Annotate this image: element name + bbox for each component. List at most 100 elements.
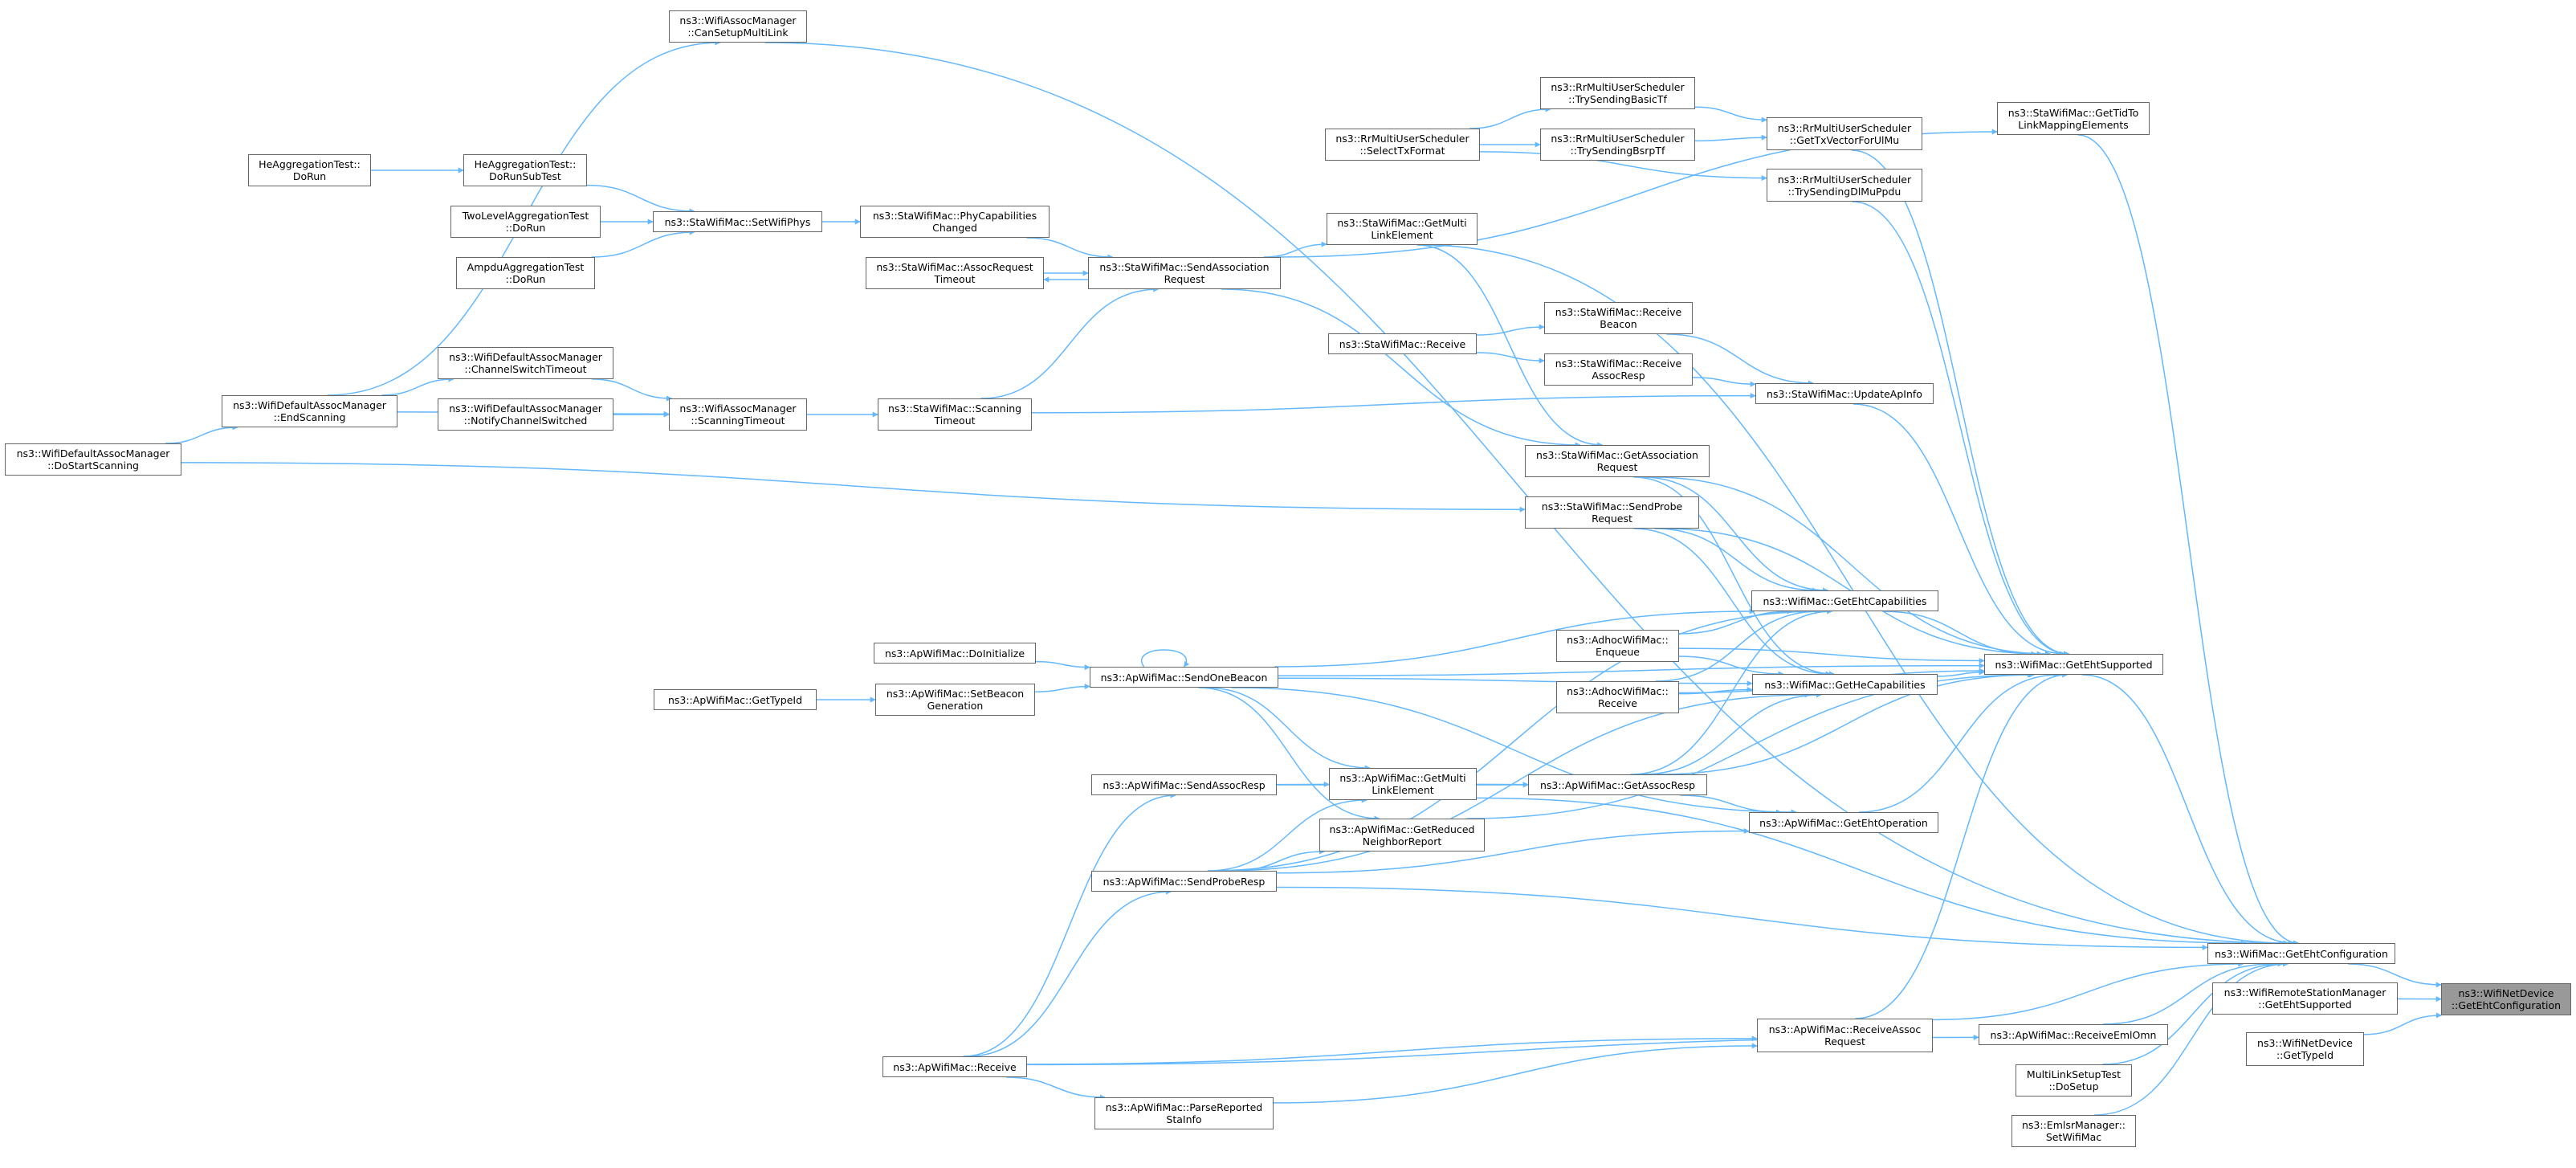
graph-node[interactable]: MultiLinkSetupTest ::DoSetup <box>2016 1064 2132 1097</box>
edge-getAssocResp-to-getEhtCap <box>1630 608 1833 775</box>
edge-getEhtSupported-to-ehtConfig <box>2081 674 2294 946</box>
edge-endScanning-to-chanSwitch <box>381 376 454 396</box>
edge-recvAssocResp-to-updateApInfo <box>1692 377 1756 387</box>
graph-node[interactable]: ns3::WifiDefaultAssocManager ::ChannelSw… <box>438 347 613 379</box>
edge-basicTf-to-txVector <box>1694 106 1767 123</box>
edge-sendProbeResp-to-apGetMLE <box>1207 797 1367 872</box>
graph-node[interactable]: AmpduAggregationTest ::DoRun <box>456 257 595 289</box>
graph-node[interactable]: ns3::RrMultiUserScheduler ::SelectTxForm… <box>1325 129 1480 161</box>
edge-netDevTypeId-to-focus <box>2363 1012 2442 1035</box>
edge-doInit-to-sendOneBeacon <box>1035 660 1090 671</box>
graph-node[interactable]: ns3::WifiMac::GetHeCapabilities <box>1752 674 1938 695</box>
graph-node[interactable]: ns3::WifiMac::GetEhtCapabilities <box>1751 590 1938 611</box>
edge-staReceive-to-recvAssocResp <box>1476 352 1545 364</box>
graph-node[interactable]: ns3::StaWifiMac::GetMulti LinkElement <box>1327 213 1478 245</box>
graph-node[interactable]: ns3::ApWifiMac::ReceiveAssoc Request <box>1757 1019 1933 1052</box>
graph-node[interactable]: ns3::StaWifiMac::Scanning Timeout <box>878 398 1032 431</box>
graph-node[interactable]: ns3::StaWifiMac::AssocRequest Timeout <box>866 257 1044 289</box>
graph-node[interactable]: ns3::RrMultiUserScheduler ::TrySendingDl… <box>1767 169 1922 202</box>
graph-node[interactable]: ns3::WifiDefaultAssocManager ::DoStartSc… <box>5 443 181 476</box>
graph-node[interactable]: ns3::ApWifiMac::GetTypeId <box>654 689 817 710</box>
graph-node[interactable]: ns3::WifiDefaultAssocManager ::EndScanni… <box>222 395 397 427</box>
edge-mlSetup-to-ehtConfig <box>2102 961 2284 1065</box>
graph-node[interactable]: HeAggregationTest:: DoRunSubTest <box>463 154 587 186</box>
graph-node[interactable]: ns3::StaWifiMac::Receive AssocResp <box>1544 353 1693 386</box>
graph-node[interactable]: HeAggregationTest:: DoRun <box>248 154 371 186</box>
edge-sendProbeReq-to-getEhtCap <box>1654 528 1818 594</box>
edge-recvEmlOmn-to-ehtConfig <box>2102 961 2273 1025</box>
graph-node[interactable]: ns3::EmlsrManager:: SetWifiMac <box>2011 1115 2136 1147</box>
edge-sendProbeResp-to-getEhtOp <box>1276 827 1750 874</box>
edge-sendProbeResp-to-getEhtCap <box>1209 608 1821 872</box>
edge-getHeCap-to-getEhtSupported <box>1937 669 1985 677</box>
edge-recvBeacon-to-updateApInfo <box>1666 333 1814 386</box>
edge-apReceive-to-sendAssocResp <box>963 792 1176 1057</box>
graph-node[interactable]: ns3::WifiAssocManager ::ScanningTimeout <box>669 398 807 431</box>
edge-sendOneBeacon-to-getEhtSupported <box>1278 663 1985 677</box>
edge-staScanTimeout-to-updateApInfo <box>1031 393 1756 414</box>
edge-getAssocReq-to-getHeCap <box>1633 476 1835 677</box>
edge-sendOneBeacon-to-sendOneBeacon <box>1141 649 1190 668</box>
graph-node[interactable]: ns3::ApWifiMac::ParseReported StaInfo <box>1094 1097 1274 1129</box>
graph-node[interactable]: TwoLevelAggregationTest ::DoRun <box>450 206 601 238</box>
edge-sendProbeResp-to-getHeCap <box>1219 692 1811 872</box>
graph-node[interactable]: ns3::RrMultiUserScheduler ::GetTxVectorF… <box>1767 117 1922 150</box>
graph-node[interactable]: ns3::StaWifiMac::Receive Beacon <box>1544 302 1693 334</box>
edge-getAssocResp-to-getEhtSupported <box>1657 672 2035 775</box>
graph-node[interactable]: ns3::ApWifiMac::SetBeacon Generation <box>875 684 1035 716</box>
edge-apGetMLE-to-ehtConfig <box>1476 797 2247 946</box>
edge-doStartScanning-to-endScanning <box>165 424 238 444</box>
graph-node[interactable]: ns3::StaWifiMac::Receive <box>1328 333 1477 354</box>
edge-apReceive-to-recvAssocReq <box>1026 1035 1758 1065</box>
graph-node[interactable]: ns3::ApWifiMac::SendOneBeacon <box>1090 667 1278 688</box>
graph-node[interactable]: ns3::StaWifiMac::GetAssociation Request <box>1525 445 1710 477</box>
graph-node[interactable]: ns3::ApWifiMac::DoInitialize <box>874 643 1036 664</box>
edge-updateApInfo-to-getEhtSupported <box>1853 403 2066 657</box>
edge-getEhtOp-to-getEhtSupported <box>1858 672 2060 813</box>
edge-ehtConfig-to-focus <box>2348 963 2442 988</box>
graph-node[interactable]: ns3::StaWifiMac::SetWifiPhys <box>653 211 822 232</box>
edge-ampdu-to-setWifiPhys <box>591 229 695 258</box>
graph-node[interactable]: ns3::WifiMac::GetEhtConfiguration <box>2207 943 2395 964</box>
edge-canSetup-to-ehtConfig <box>764 42 2285 946</box>
graph-node[interactable]: ns3::StaWifiMac::SendAssociation Request <box>1088 257 1281 289</box>
graph-node[interactable]: ns3::ApWifiMac::ReceiveEmlOmn <box>1979 1024 2168 1045</box>
graph-node[interactable]: ns3::ApWifiMac::SendProbeResp <box>1091 871 1277 892</box>
graph-node[interactable]: ns3::ApWifiMac::Receive <box>882 1056 1027 1077</box>
edge-sendOneBeacon-to-getEhtOp <box>1231 687 1797 815</box>
graph-node[interactable]: ns3::ApWifiMac::GetAssocResp <box>1528 774 1707 795</box>
graph-node[interactable]: ns3::StaWifiMac::GetTidTo LinkMappingEle… <box>1997 102 2150 135</box>
edge-adhocRecv-to-getEhtCap <box>1655 608 1821 682</box>
edge-phyCap-to-sendAssocReq <box>1026 237 1114 260</box>
graph-node[interactable]: ns3::RrMultiUserScheduler ::TrySendingBa… <box>1540 77 1695 109</box>
edge-recvAssocReq-to-ehtConfig <box>1932 961 2244 1021</box>
edge-parseSta-to-recvAssocReq <box>1273 1043 1758 1104</box>
graph-node[interactable]: ns3::WifiMac::GetEhtSupported <box>1984 654 2163 675</box>
graph-node[interactable]: ns3::ApWifiMac::GetReduced NeighborRepor… <box>1319 819 1485 851</box>
edge-tidToLink-to-ehtConfig <box>2077 134 2300 946</box>
edge-enqueue-to-getEhtCap <box>1678 608 1793 635</box>
graph-node[interactable]: ns3::ApWifiMac::GetMulti LinkElement <box>1329 768 1477 800</box>
edge-enqueue-to-getHeCap <box>1678 655 1784 677</box>
graph-node[interactable]: ns3::WifiNetDevice ::GetTypeId <box>2246 1032 2364 1066</box>
graph-node[interactable]: ns3::StaWifiMac::UpdateApInfo <box>1755 383 1934 404</box>
graph-node[interactable]: ns3::StaWifiMac::PhyCapabilities Changed <box>860 206 1050 238</box>
graph-node[interactable]: ns3::WifiAssocManager ::CanSetupMultiLin… <box>669 10 807 43</box>
edge-sendOneBeacon-to-reducedNR <box>1198 687 1380 822</box>
edge-apReceive-to-sendProbeResp <box>968 888 1172 1057</box>
edge-sendAssocReq-to-staGetMLE <box>1263 241 1327 258</box>
graph-node[interactable]: ns3::WifiDefaultAssocManager ::NotifyCha… <box>438 398 613 431</box>
graph-node[interactable]: ns3::AdhocWifiMac:: Receive <box>1556 681 1679 713</box>
graph-node[interactable]: ns3::StaWifiMac::SendProbe Request <box>1525 496 1699 529</box>
graph-node[interactable]: ns3::ApWifiMac::SendAssocResp <box>1091 774 1277 795</box>
graph-node[interactable]: ns3::ApWifiMac::GetEhtOperation <box>1749 812 1938 833</box>
edge-recvAssocReq-to-getEhtSupported <box>1855 672 2069 1019</box>
graph-node[interactable]: ns3::RrMultiUserScheduler ::TrySendingBs… <box>1540 129 1695 161</box>
graph-node[interactable]: ns3::AdhocWifiMac:: Enqueue <box>1556 630 1679 662</box>
graph-node[interactable]: ns3::WifiRemoteStationManager ::GetEhtSu… <box>2212 982 2398 1015</box>
edge-getAssocReq-to-getEhtCap <box>1643 476 1829 594</box>
edge-selectTx-to-dlMuPpdu <box>1479 151 1767 182</box>
edge-chanSwitch-to-wamScanning <box>592 378 673 402</box>
